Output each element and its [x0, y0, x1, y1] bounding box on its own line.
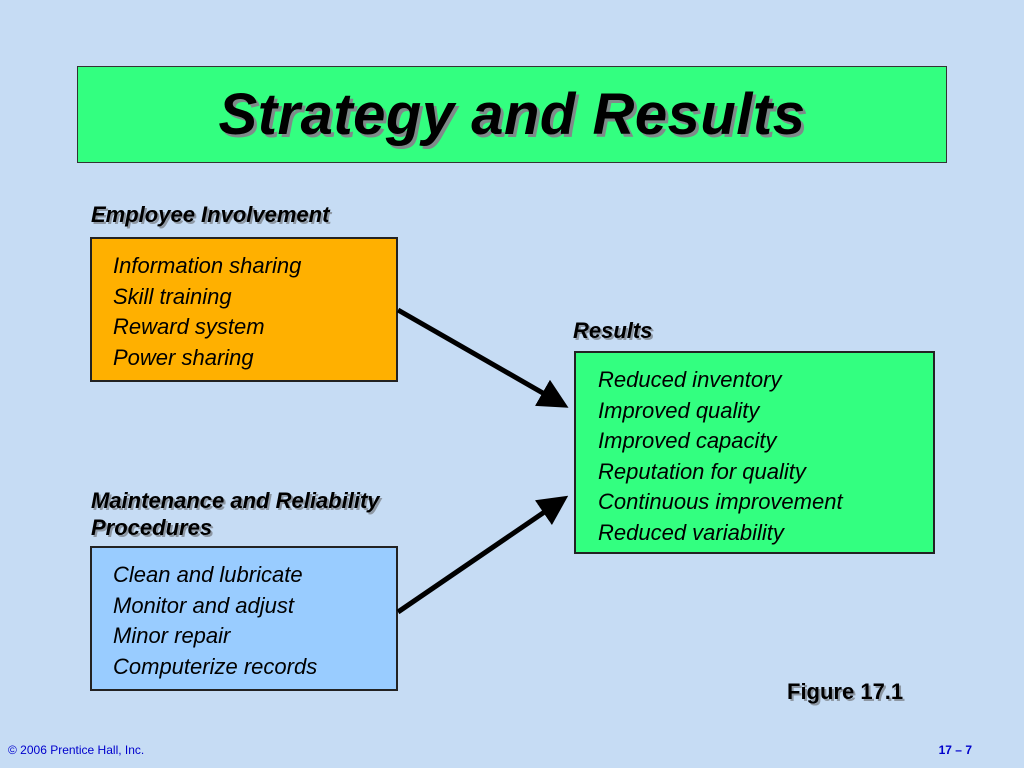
employee-involvement-label: Employee Involvement [91, 202, 330, 227]
title-box: Strategy and Results [77, 66, 947, 163]
arrow-maintenance-to-results [396, 495, 569, 615]
results-label: Results [573, 318, 653, 343]
results-box: Reduced inventory Improved quality Impro… [574, 351, 935, 554]
list-item: Minor repair [113, 623, 231, 648]
maintenance-reliability-list: Clean and lubricate Monitor and adjust M… [113, 560, 396, 682]
arrow-employee-to-results [396, 307, 569, 408]
list-item: Clean and lubricate [113, 562, 303, 587]
maintenance-label-line-2: Procedures [91, 515, 213, 540]
list-item: Monitor and adjust [113, 592, 294, 618]
list-item: Reputation for quality [598, 458, 806, 484]
list-item: Reduced inventory [598, 367, 782, 392]
figure-label: Figure 17.1 [787, 679, 904, 704]
list-item: Continuous improvement [598, 489, 843, 514]
list-item: Power sharing [113, 344, 254, 370]
list-item: Reward system [113, 314, 265, 339]
copyright-footer: © 2006 Prentice Hall, Inc. [8, 743, 145, 757]
list-item: Reduced variability [598, 519, 784, 545]
maintenance-reliability-box: Clean and lubricate Monitor and adjust M… [90, 546, 398, 691]
list-item: Information sharing [113, 253, 302, 278]
employee-involvement-box: Information sharing Skill training Rewar… [90, 237, 398, 382]
list-item: Improved capacity [598, 428, 777, 453]
maintenance-reliability-label: Maintenance and Reliability Procedures [91, 487, 380, 541]
list-item: Computerize records [113, 653, 318, 679]
results-list: Reduced inventory Improved quality Impro… [598, 365, 933, 548]
list-item: Skill training [113, 283, 232, 309]
list-item: Improved quality [598, 397, 760, 423]
maintenance-label-line-1: Maintenance and Reliability [91, 488, 380, 513]
slide-title: Strategy and Results [218, 82, 806, 147]
employee-involvement-list: Information sharing Skill training Rewar… [113, 251, 396, 373]
page-number: 17 – 7 [938, 743, 972, 757]
